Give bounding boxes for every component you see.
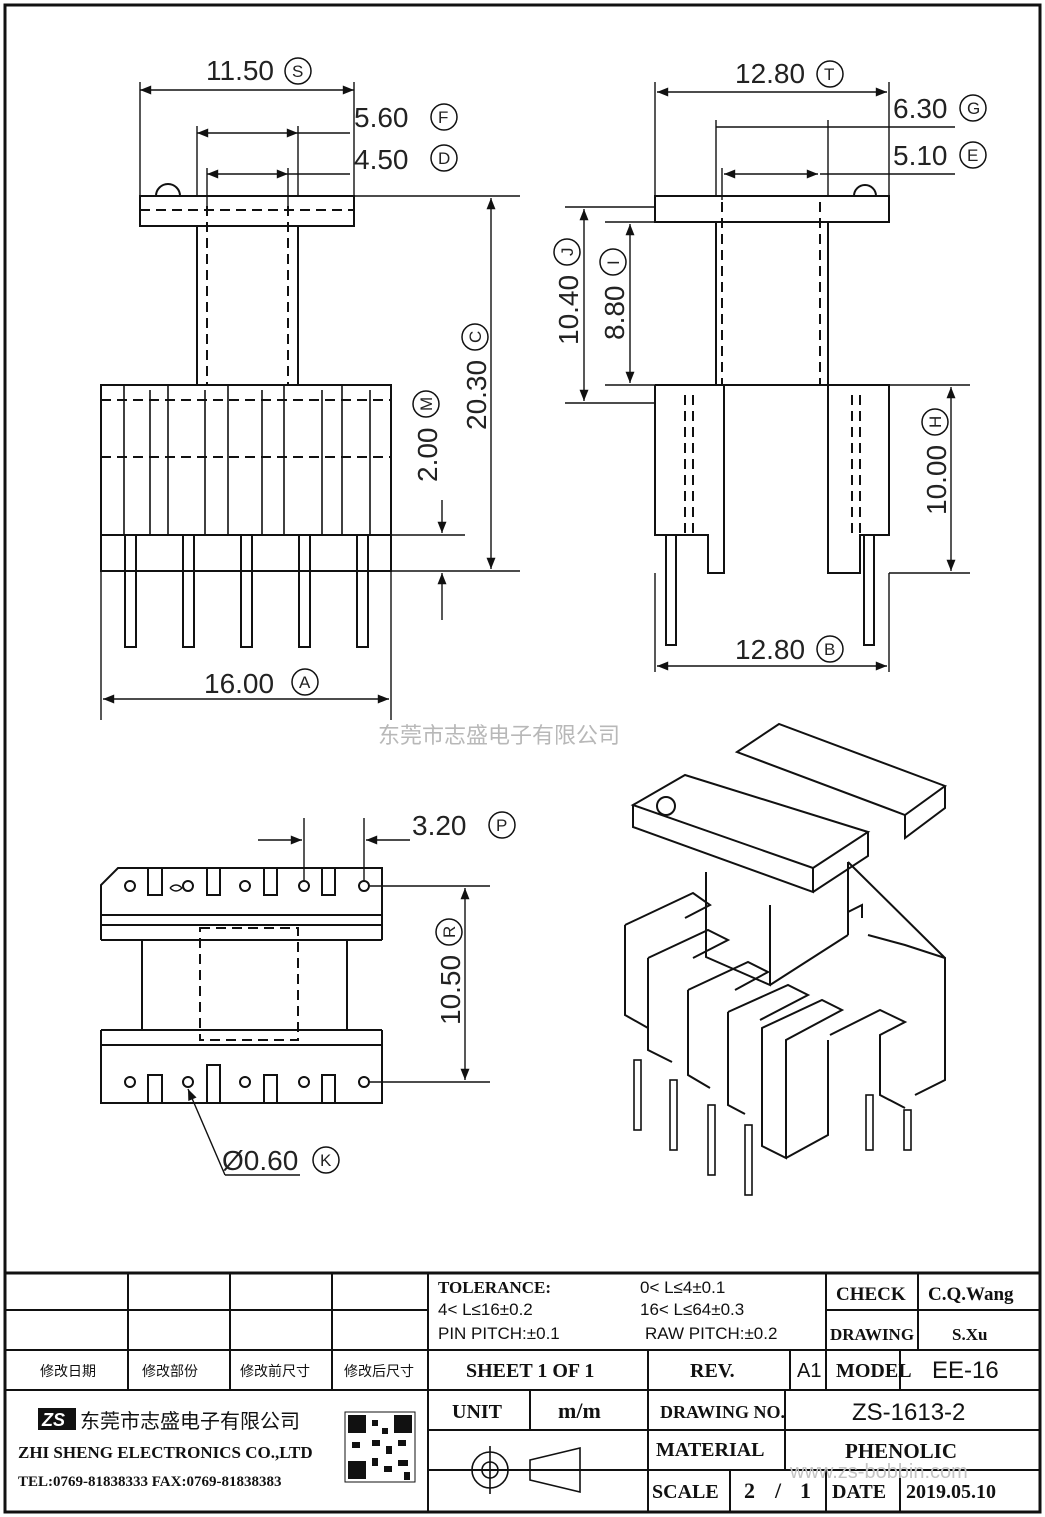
scale-sep: / — [774, 1478, 782, 1503]
date-label: DATE — [832, 1481, 886, 1503]
rev-header-after: 修改后尺寸 — [344, 1363, 414, 1379]
dim-T-letter: T — [824, 65, 834, 84]
rev-value: A1 — [797, 1360, 821, 1382]
raw-pitch: RAW PITCH:±0.2 — [645, 1324, 777, 1343]
unit-label: UNIT — [452, 1401, 503, 1423]
company-logo-text: ZS — [41, 1410, 65, 1430]
dim-B-value: 12.80 — [735, 634, 805, 665]
company-name-cn: 东莞市志盛电子有限公司 — [80, 1410, 300, 1433]
pin-pitch: PIN PITCH:±0.1 — [438, 1324, 560, 1343]
dim-K-letter: K — [320, 1151, 332, 1170]
tolerance-label: TOLERANCE: — [438, 1278, 551, 1297]
model-label: MODEL — [836, 1360, 912, 1382]
unit-value: m/m — [558, 1398, 601, 1423]
dim-M-letter: M — [417, 397, 436, 411]
dim-T-value: 12.80 — [735, 58, 805, 89]
dim-F-letter: F — [438, 108, 448, 127]
date-value: 2019.05.10 — [906, 1481, 996, 1503]
dim-R-letter: R — [440, 926, 459, 938]
drawing-value: S.Xu — [952, 1325, 987, 1344]
dim-G-letter: G — [967, 99, 980, 118]
dim-J-letter: J — [558, 248, 577, 257]
bottom-dimensions — [187, 818, 490, 1176]
dimension-labels: 11.50 S 5.60 F 4.50 D 20.30 C 2.00 M 16.… — [204, 55, 987, 1176]
tolerance-3: 16< L≤64±0.3 — [640, 1300, 744, 1319]
dim-P-value: 3.20 — [412, 810, 467, 841]
dim-P-letter: P — [496, 816, 507, 835]
side-dimensions — [565, 82, 970, 672]
sheet-label: SHEET 1 OF 1 — [466, 1360, 594, 1382]
dim-C-letter: C — [466, 331, 485, 343]
check-label: CHECK — [836, 1284, 906, 1305]
isometric-view — [624, 722, 948, 1196]
dim-I-letter: I — [604, 260, 623, 265]
title-block: 修改日期 修改部份 修改前尺寸 修改后尺寸 TOLERANCE: 0< L≤4±… — [18, 1278, 1014, 1503]
scale-num: 2 — [744, 1478, 755, 1503]
rev-header-before: 修改前尺寸 — [240, 1363, 310, 1379]
dim-S-value: 11.50 — [206, 55, 274, 86]
dim-J-value: 10.40 — [553, 275, 584, 345]
material-value: PHENOLIC — [845, 1439, 957, 1463]
tolerance-2: 4< L≤16±0.2 — [438, 1300, 533, 1319]
projection-symbol — [462, 1446, 581, 1494]
dim-K-value: Ø0.60 — [222, 1145, 298, 1176]
company-watermark: 东莞市志盛电子有限公司 — [378, 723, 620, 748]
check-value: C.Q.Wang — [928, 1284, 1014, 1305]
dim-M-value: 2.00 — [412, 428, 443, 483]
dim-D-value: 4.50 — [354, 144, 409, 175]
model-value: EE-16 — [932, 1357, 999, 1384]
scale-label: SCALE — [652, 1481, 719, 1503]
dim-D-letter: D — [438, 149, 450, 168]
tolerance-1: 0< L≤4±0.1 — [640, 1278, 725, 1297]
dim-I-value: 8.80 — [599, 286, 630, 341]
company-logo — [38, 1408, 76, 1430]
dim-A-value: 16.00 — [204, 668, 274, 699]
sheet-border — [3, 3, 1042, 1514]
dim-H-value: 10.00 — [921, 445, 952, 515]
dim-B-letter: B — [824, 640, 835, 659]
dim-A-letter: A — [299, 673, 311, 692]
front-dimensions — [100, 82, 520, 720]
company-name-en: ZHI SHENG ELECTRONICS CO.,LTD — [18, 1443, 313, 1462]
scale-den: 1 — [800, 1478, 811, 1503]
drawing-no-value: ZS-1613-2 — [852, 1399, 965, 1426]
drawing-no-label: DRAWING NO. — [660, 1402, 785, 1422]
side-view — [654, 184, 890, 646]
rev-header-part: 修改部份 — [142, 1363, 198, 1379]
drawing-label: DRAWING — [830, 1325, 914, 1344]
front-view — [100, 183, 392, 648]
qr-code — [344, 1411, 416, 1483]
dim-E-letter: E — [967, 146, 978, 165]
dim-G-value: 6.30 — [893, 93, 948, 124]
dim-R-value: 10.50 — [435, 955, 466, 1025]
rev-header-date: 修改日期 — [40, 1363, 96, 1379]
website-watermark: www.zs-bobbin.com — [789, 1461, 968, 1483]
material-label: MATERIAL — [656, 1439, 765, 1461]
company-contact: TEL:0769-81838333 FAX:0769-81838383 — [18, 1474, 281, 1490]
rev-label: REV. — [690, 1360, 735, 1382]
front-pins — [124, 534, 369, 648]
bottom-view — [100, 867, 383, 1104]
dim-H-letter: H — [926, 416, 945, 428]
dim-S-letter: S — [292, 62, 303, 81]
dim-C-value: 20.30 — [461, 360, 492, 430]
dim-E-value: 5.10 — [893, 140, 948, 171]
dim-F-value: 5.60 — [354, 102, 409, 133]
